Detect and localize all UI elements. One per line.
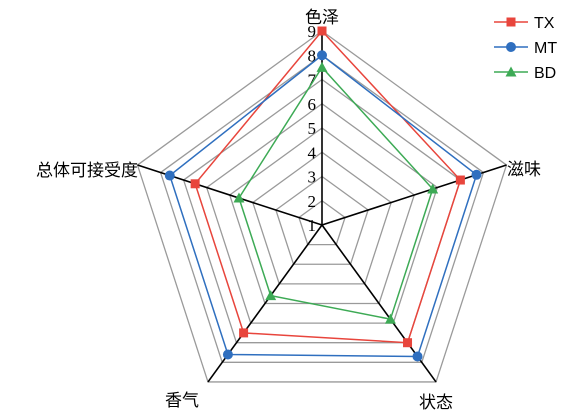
axis-label: 状态 <box>419 393 453 413</box>
axis-label: 香气 <box>165 391 199 411</box>
data-point <box>222 349 233 360</box>
tick-label: 7 <box>308 71 317 90</box>
tick-label: 8 <box>308 46 317 65</box>
data-point <box>384 313 396 324</box>
axis-label: 总体可接受度 <box>36 161 138 181</box>
legend-label: BD <box>534 65 556 82</box>
data-point <box>317 26 327 36</box>
grid-ring <box>159 54 485 363</box>
grid-ring <box>182 78 462 344</box>
legend-label: MT <box>534 40 557 57</box>
grid-ring <box>252 151 392 285</box>
data-point <box>412 351 423 362</box>
data-point <box>317 50 327 61</box>
data-point <box>505 66 517 77</box>
tick-label: 4 <box>308 143 317 162</box>
data-point <box>316 61 328 72</box>
data-point <box>233 192 245 203</box>
data-point <box>427 183 439 194</box>
data-point <box>506 42 516 52</box>
data-point <box>239 328 249 338</box>
data-point <box>455 175 465 185</box>
series-line <box>168 54 478 358</box>
tick-label: 3 <box>308 168 317 187</box>
tick-label: 1 <box>308 216 317 235</box>
data-point <box>164 170 175 181</box>
data-point <box>471 169 482 180</box>
series-line <box>238 66 434 321</box>
grid-ring <box>298 199 346 246</box>
series-line <box>194 29 462 344</box>
axis-label: 色泽 <box>305 8 339 28</box>
data-point <box>190 179 200 189</box>
tick-label: 5 <box>308 119 317 138</box>
grid-ring <box>228 127 416 305</box>
data-point <box>506 17 516 27</box>
tick-label: 2 <box>308 192 317 211</box>
tick-label: 6 <box>308 95 317 114</box>
axis-label: 滋味 <box>507 160 541 180</box>
data-point <box>265 290 277 301</box>
legend-label: TX <box>534 15 555 32</box>
tick-label: 9 <box>308 22 317 41</box>
data-point <box>403 338 413 348</box>
grid-ring <box>136 30 508 383</box>
grid-ring <box>275 175 369 265</box>
